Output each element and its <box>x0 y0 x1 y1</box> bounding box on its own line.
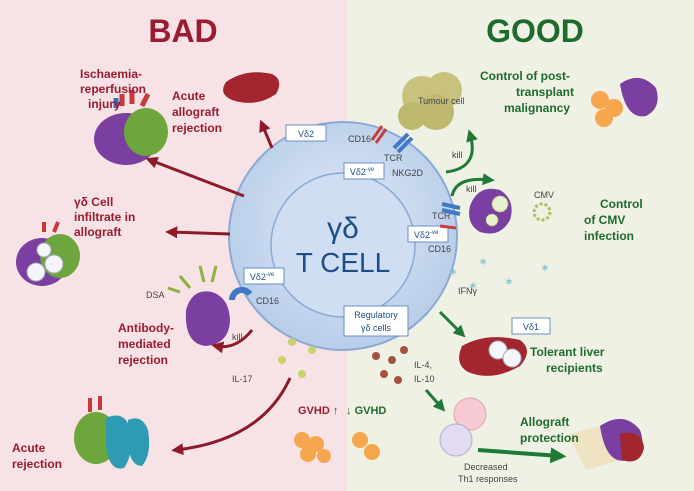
tolerant-liver-icon <box>459 337 527 376</box>
vd2-label: Vδ2 <box>298 129 314 139</box>
vd2neg-left-label: Vδ2-ve <box>250 272 275 282</box>
acute-allograft-label: Acute allograft rejection <box>172 89 223 135</box>
svg-text:✶: ✶ <box>468 279 478 293</box>
cmv-label: Control of CMV infection <box>584 197 646 243</box>
ischaemia-label: Ischaemia- reperfusion injury <box>80 67 149 111</box>
malignancy-label: Control of post- transplant malignancy <box>480 69 577 115</box>
th1-cells-icon <box>439 397 487 457</box>
cd16-left-label: CD16 <box>256 296 279 306</box>
arrow-to-decreased-th1 <box>424 389 446 412</box>
ifng-particles: ✶ ✶ ✶ ✶ ✶ <box>448 255 550 293</box>
cd16-right-label: CD16 <box>428 244 451 254</box>
il17-label: IL-17 <box>232 374 253 384</box>
svg-text:✶: ✶ <box>504 275 514 289</box>
svg-text:✶: ✶ <box>478 255 488 269</box>
vd1-label: Vδ1 <box>523 322 539 332</box>
vd2neg-top-box <box>343 162 385 180</box>
good-header: GOOD <box>486 13 584 49</box>
vd2-box <box>285 124 327 142</box>
tolerant-label: Tolerant liver recipients <box>530 345 608 375</box>
antibody-label: Antibody- mediated rejection <box>118 321 177 367</box>
antibody-target-cell-icon <box>167 265 230 346</box>
decreased-label-1: Decreased <box>464 462 508 472</box>
il10-label: IL-10 <box>414 374 435 384</box>
acute-rejection-label: Acute rejection <box>12 441 62 471</box>
gvhd-cells-icon <box>294 432 380 463</box>
regulatory-label-2: γδ cells <box>361 323 392 333</box>
infiltrate-label: γδ Cell infiltrate in allograft <box>74 195 139 239</box>
regulatory-label-1: Regulatory <box>354 310 398 320</box>
tcr-top-label: TCR <box>384 153 403 163</box>
arrow-kill-tumour <box>445 129 478 174</box>
gvhd-down-label: ↓ GVHD <box>346 405 386 417</box>
decreased-label-2: Th1 responses <box>458 474 518 484</box>
cd16-top-label: CD16 <box>348 134 371 144</box>
heart-lung-icon <box>74 396 150 469</box>
cmv-virus-icon <box>532 202 552 222</box>
svg-text:✶: ✶ <box>540 261 550 275</box>
liver-icon <box>223 72 280 103</box>
dsa-label: DSA <box>146 290 165 300</box>
cmv-small-label: CMV <box>534 190 554 200</box>
receptor-glyphs <box>229 125 461 301</box>
vd2neg-right-box <box>407 225 449 243</box>
cell-title: T CELL <box>296 247 390 278</box>
kill-mid-label: kill <box>466 184 477 194</box>
gamma-delta-cell-inner <box>270 172 416 318</box>
bad-header: BAD <box>148 13 217 49</box>
arrow-to-allograft-protection <box>477 447 567 464</box>
cmv-infected-cell-icon <box>469 188 512 234</box>
kill-left-label: kill <box>232 332 243 342</box>
arrow-to-ischaemia <box>145 156 245 198</box>
allograft-protection-label: Allograft protection <box>520 415 579 445</box>
kill-top-label: kill <box>452 150 463 160</box>
cell-title-greek: γδ <box>327 212 359 245</box>
arrow-to-tolerant <box>438 310 466 338</box>
vd2neg-top-label: Vδ2-ve <box>350 167 375 177</box>
protected-allograft-icon <box>568 418 644 470</box>
tumour-cell-label: Tumour cell <box>418 96 465 106</box>
il4-il10-particles <box>372 346 408 384</box>
gvhd-up-label: GVHD ↑ <box>298 405 338 417</box>
arrow-to-infiltrate <box>165 226 231 239</box>
arrow-to-acute-allograft <box>259 119 274 149</box>
malignancy-cells-icon <box>591 77 658 127</box>
arrow-kill-cmv <box>450 173 495 197</box>
heart-icon <box>94 90 168 165</box>
tumour-cell-icon <box>398 72 462 130</box>
svg-text:✶: ✶ <box>448 265 458 279</box>
il4-label: IL-4, <box>414 360 432 370</box>
ifng-label: IFNγ <box>458 286 477 296</box>
il17-particles <box>278 338 316 378</box>
vd1-box <box>511 317 551 335</box>
tcr-right-label: TCR <box>432 211 451 221</box>
regulatory-box <box>343 305 409 337</box>
vd2neg-right-label: Vδ2-ve <box>414 230 439 240</box>
arrow-to-acute-rejection <box>171 377 292 456</box>
arrow-kill-left <box>211 329 254 354</box>
nkg2d-label: NKG2D <box>392 168 424 178</box>
infiltrate-heart-icon <box>16 221 80 286</box>
vd2neg-left-box <box>243 267 285 285</box>
